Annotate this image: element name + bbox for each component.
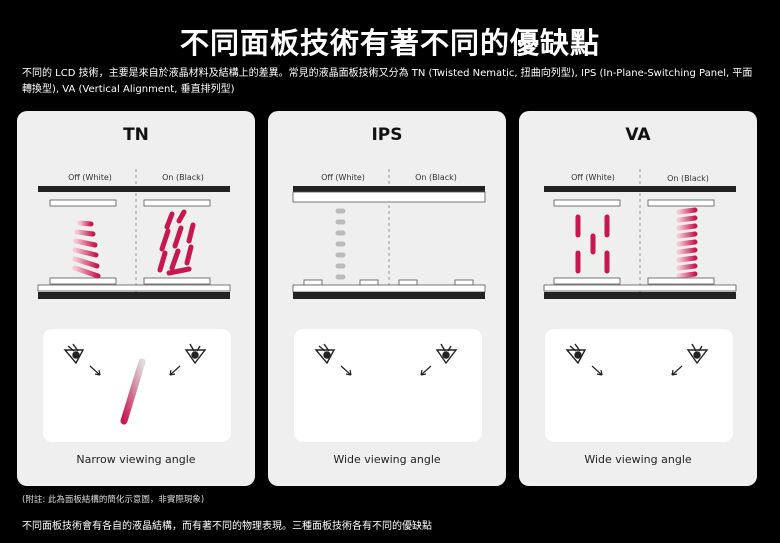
ips-viewing-label: Wide viewing angle — [333, 453, 441, 466]
ips-on-label: On (Black) — [415, 173, 457, 182]
panel-title-ips: IPS — [371, 125, 403, 145]
eye-icon — [63, 343, 85, 365]
ips-viewing-diagram — [314, 343, 458, 408]
ips-off-label: Off (White) — [321, 173, 365, 182]
eye-icon — [686, 343, 709, 365]
tn-structure-diagram: Off (White) On (Black) — [37, 169, 231, 299]
tn-off-label: Off (White) — [68, 173, 112, 182]
ips-viewing-box — [294, 329, 482, 442]
arrow-icon — [591, 365, 603, 376]
footnote: (附註: 此為面板結構的簡化示意圖，非實際現象) — [22, 495, 205, 505]
va-bottom-electrode-on — [647, 277, 715, 285]
ips-bottom-substrate — [292, 284, 486, 293]
tn-on-label: On (Black) — [162, 173, 204, 182]
panel-ips: IPS Off (White) On (Black) — [268, 111, 506, 486]
va-on-crystals — [676, 207, 698, 279]
tn-top-electrode-on — [143, 199, 211, 207]
page-title: 不同面板技術有著不同的優缺點 — [179, 26, 600, 60]
arrow-icon — [340, 365, 352, 376]
eye-icon — [184, 343, 207, 365]
va-bottom-substrate — [543, 284, 737, 292]
tn-bottom-electrode-off — [49, 277, 117, 285]
ips-electrode — [303, 279, 323, 286]
va-bottom-electrode-off — [553, 277, 621, 285]
panel-title-va: VA — [625, 125, 651, 145]
tn-bottom-glass — [38, 292, 230, 299]
va-bottom-glass — [544, 292, 736, 299]
tn-top-glass — [38, 186, 230, 192]
tn-viewing-label: Narrow viewing angle — [76, 453, 196, 466]
ips-structure-diagram: Off (White) On (Black) — [292, 169, 486, 299]
panel-tn: TN Off (White) On (Black) — [17, 111, 255, 486]
arrow-icon — [420, 365, 432, 376]
eye-icon — [435, 343, 458, 365]
arrow-icon — [671, 365, 683, 376]
ips-on-crystals — [425, 208, 448, 277]
ips-electrode — [398, 279, 418, 286]
ips-off-crystals — [335, 208, 346, 280]
ips-electrode — [359, 279, 379, 286]
tn-viewing-box — [43, 329, 231, 442]
panel-va: VA Off (White) On (Black) — [519, 111, 757, 486]
va-top-electrode-on — [647, 199, 715, 207]
va-off-crystals — [575, 214, 610, 274]
va-off-label: Off (White) — [571, 173, 615, 182]
va-viewing-diagram — [565, 343, 709, 429]
tn-on-crystals — [157, 209, 196, 276]
eye-icon — [314, 343, 336, 365]
ips-top-substrate — [292, 191, 486, 203]
tn-off-crystals — [72, 211, 101, 279]
tn-viewing-diagram — [63, 343, 207, 425]
ips-bottom-glass — [293, 292, 485, 299]
va-viewing-label: Wide viewing angle — [584, 453, 692, 466]
va-top-electrode-off — [553, 199, 621, 207]
arrow-icon — [169, 365, 181, 376]
tn-bottom-substrate — [37, 284, 231, 292]
panel-title-tn: TN — [123, 125, 149, 145]
va-top-glass — [544, 186, 736, 192]
ips-electrode — [454, 279, 474, 286]
tn-top-electrode-off — [49, 199, 117, 207]
ips-top-glass — [293, 186, 485, 192]
tn-viewing-crystal — [120, 358, 146, 425]
tn-bottom-electrode-on — [143, 277, 211, 285]
va-on-label: On (Black) — [667, 174, 709, 183]
summary-text: 不同面板技術會有各自的液晶結構，而有著不同的物理表現。三種面板技術各有不同的優缺… — [22, 521, 432, 532]
va-viewing-box — [545, 329, 733, 442]
va-structure-diagram: Off (White) On (Black) — [543, 169, 737, 299]
intro-text: 不同的 LCD 技術，主要是來自於液晶材料及結構上的差異。常見的液晶面板技術又分… — [22, 68, 753, 95]
eye-icon — [565, 343, 587, 365]
arrow-icon — [89, 365, 101, 376]
